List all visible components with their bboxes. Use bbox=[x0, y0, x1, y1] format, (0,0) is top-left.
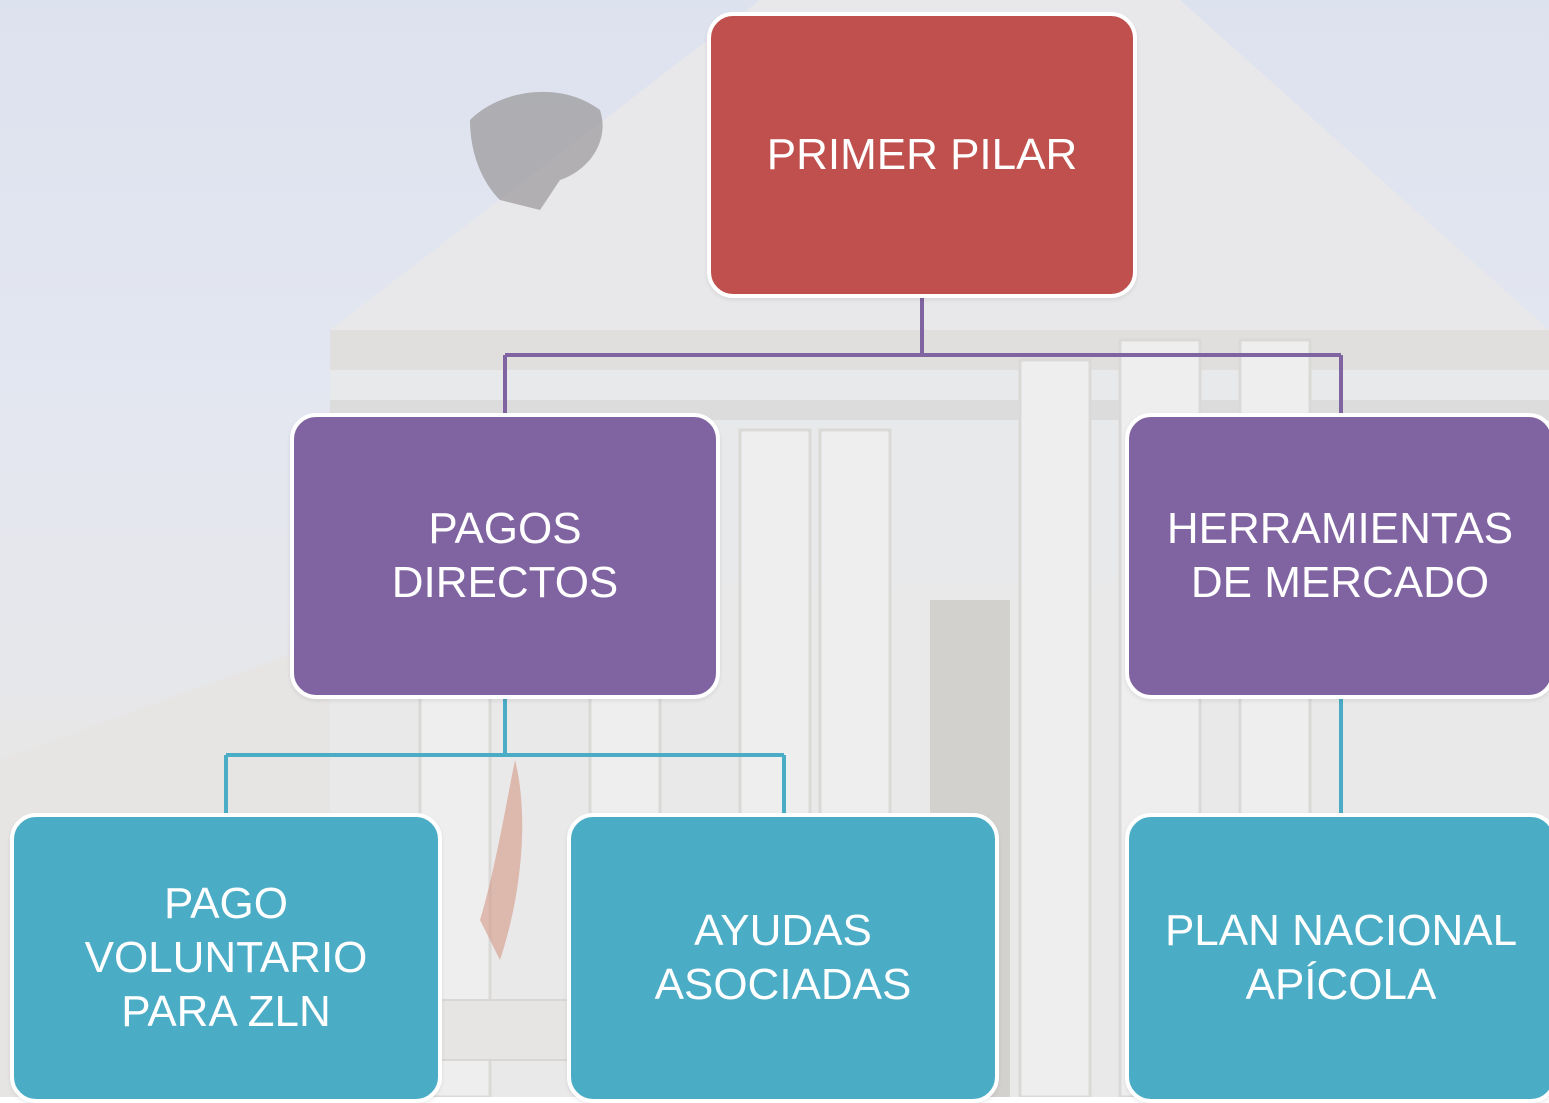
node-pago-voluntario-para-zln: PAGO VOLUNTARIO PARA ZLN bbox=[10, 813, 442, 1103]
node-label: PRIMER PILAR bbox=[766, 130, 1078, 180]
node-primer-pilar: PRIMER PILAR bbox=[707, 12, 1137, 298]
node-plan-nacional-apicola: PLAN NACIONAL APÍCOLA bbox=[1125, 813, 1549, 1103]
node-label: PLAN NACIONAL APÍCOLA bbox=[1164, 906, 1518, 1009]
node-label: PAGOS DIRECTOS bbox=[391, 504, 619, 607]
node-label: PAGO VOLUNTARIO PARA ZLN bbox=[84, 879, 368, 1036]
node-label: AYUDAS ASOCIADAS bbox=[654, 906, 912, 1009]
node-herramientas-de-mercado: HERRAMIENTAS DE MERCADO bbox=[1125, 413, 1549, 699]
node-ayudas-asociadas: AYUDAS ASOCIADAS bbox=[567, 813, 999, 1103]
connectors-level3 bbox=[224, 699, 1343, 813]
node-pagos-directos: PAGOS DIRECTOS bbox=[290, 413, 720, 699]
connectors-level2 bbox=[503, 298, 1343, 413]
node-label: HERRAMIENTAS DE MERCADO bbox=[1166, 504, 1514, 607]
